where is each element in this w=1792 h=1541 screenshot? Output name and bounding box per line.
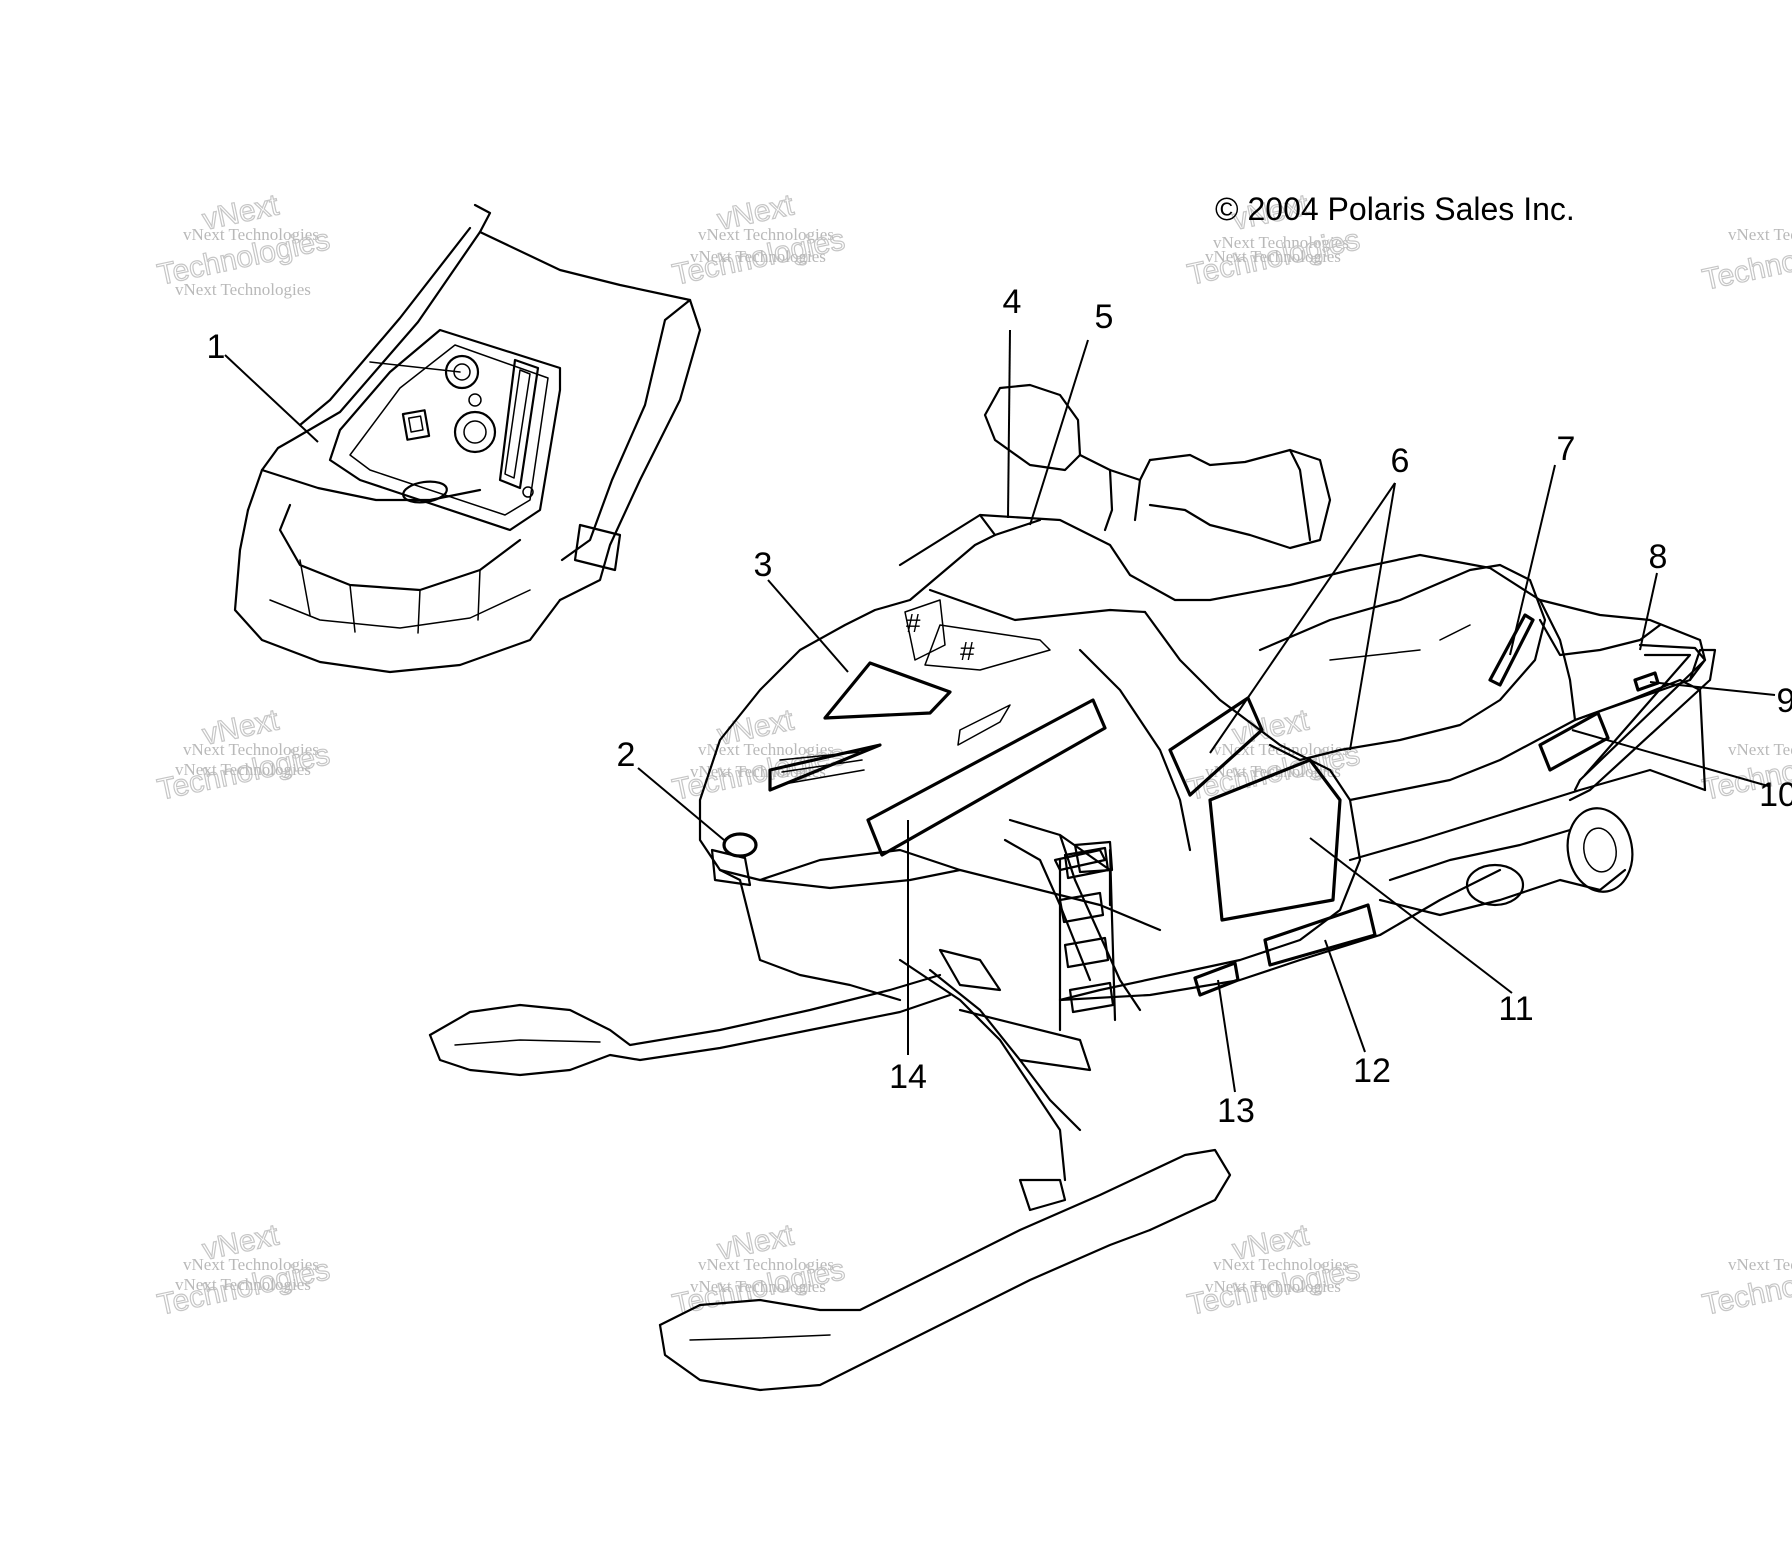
- callout-6: 6: [1391, 442, 1410, 480]
- leader-7: [1509, 464, 1556, 656]
- watermark-small: vNext Technologies: [175, 1275, 311, 1294]
- watermark: vNext vNext Technologies Technologies vN…: [154, 188, 333, 299]
- snowmobile-body: # #: [428, 383, 1717, 1392]
- decal-13: [1193, 961, 1240, 997]
- choke-knob-icon: [453, 410, 497, 454]
- leader-13: [1217, 979, 1236, 1093]
- inset-dash-panel: [233, 203, 702, 674]
- leader-3: [767, 579, 849, 673]
- copyright-notice: © 2004 Polaris Sales Inc.: [1215, 191, 1575, 227]
- vent-decal-icon: [768, 743, 882, 792]
- watermark: vNext vNext Technologies Technologies vN…: [1184, 1218, 1363, 1323]
- hash-mark-icon: #: [960, 636, 975, 666]
- watermark-small: vNext Technologies: [1205, 247, 1341, 266]
- watermark: vNext vNext Technologies Technologies vN…: [154, 703, 333, 808]
- decal-7: [1488, 613, 1535, 687]
- leader-8: [1639, 572, 1658, 651]
- key-switch-icon: [444, 354, 480, 390]
- callout-3: 3: [754, 546, 773, 584]
- leader-5: [1029, 339, 1089, 526]
- watermark: vNext Technologies Technologies: [1699, 225, 1792, 297]
- leader-11: [1309, 837, 1513, 994]
- watermark-small: vNext Technologies: [698, 225, 834, 244]
- watermark-small: vNext Technologies: [175, 760, 311, 779]
- callout-11: 11: [1498, 990, 1533, 1028]
- leader-lines: [224, 329, 1776, 1093]
- leader-6: [1209, 482, 1396, 754]
- leader-4: [1007, 329, 1011, 519]
- callout-10: 10: [1759, 776, 1792, 814]
- watermark: vNext vNext Technologies Technologies vN…: [1184, 703, 1363, 808]
- watermark: vNext Technologies Technologies: [1699, 1253, 1792, 1323]
- callout-9: 9: [1777, 682, 1792, 720]
- callout-7: 7: [1557, 430, 1576, 468]
- watermark-small: vNext Technologies: [175, 280, 311, 299]
- watermark-small: vNext Technologies: [1728, 740, 1792, 759]
- callout-5: 5: [1095, 298, 1114, 336]
- decal-10: [1538, 711, 1610, 772]
- rocker-switch-icon: [401, 409, 431, 441]
- leader-2: [637, 767, 725, 841]
- decal-6: [1168, 696, 1264, 797]
- watermark-small: vNext Technologies: [1728, 1255, 1792, 1274]
- leader-12: [1324, 939, 1366, 1053]
- callout-12: 12: [1353, 1052, 1391, 1090]
- watermark-small: vNext Technologies: [690, 762, 826, 781]
- leader-10: [1571, 729, 1769, 787]
- leader-9: [1649, 681, 1776, 696]
- watermark-small: vNext Technologies: [183, 740, 319, 759]
- leader-6b: [1349, 482, 1396, 751]
- watermark-small: vNext Technologies: [690, 1277, 826, 1296]
- watermark-small: vNext Technologies: [183, 1255, 319, 1274]
- decal-12: [1263, 903, 1377, 967]
- callout-labels: 1 2 3 4 5 6 7 8 9 10 11 12 13 14: [207, 283, 1792, 1130]
- watermark-small: vNext Technologies: [1213, 233, 1349, 252]
- watermark-small: vNext Technologies: [698, 740, 834, 759]
- watermark-small: vNext Technologies: [1205, 762, 1341, 781]
- callout-8: 8: [1649, 538, 1668, 576]
- callout-4: 4: [1003, 283, 1022, 321]
- watermark-small: vNext Technologies: [1205, 1277, 1341, 1296]
- watermark-small: vNext Technologies: [698, 1255, 834, 1274]
- watermark: vNext vNext Technologies Technologies vN…: [669, 188, 848, 293]
- watermark-small: vNext Technologies: [1213, 1255, 1349, 1274]
- hash-mark-icon: #: [906, 608, 921, 638]
- callout-2: 2: [617, 736, 636, 774]
- decal-14: [866, 698, 1107, 857]
- callout-14: 14: [889, 1058, 927, 1096]
- watermark-small: vNext Technologies: [183, 225, 319, 244]
- watermark: vNext vNext Technologies Technologies vN…: [154, 1218, 333, 1323]
- watermark-group: vNext vNext Technologies Technologies vN…: [154, 188, 1792, 1323]
- watermark-small: vNext Technologies: [1728, 225, 1792, 244]
- watermark-small: vNext Technologies: [690, 247, 826, 266]
- decal-3: [823, 661, 952, 720]
- decal-2: [722, 832, 758, 858]
- decal-11: [1208, 758, 1342, 922]
- leader-1: [224, 354, 319, 443]
- callout-1: 1: [207, 328, 226, 366]
- callout-13: 13: [1217, 1092, 1255, 1130]
